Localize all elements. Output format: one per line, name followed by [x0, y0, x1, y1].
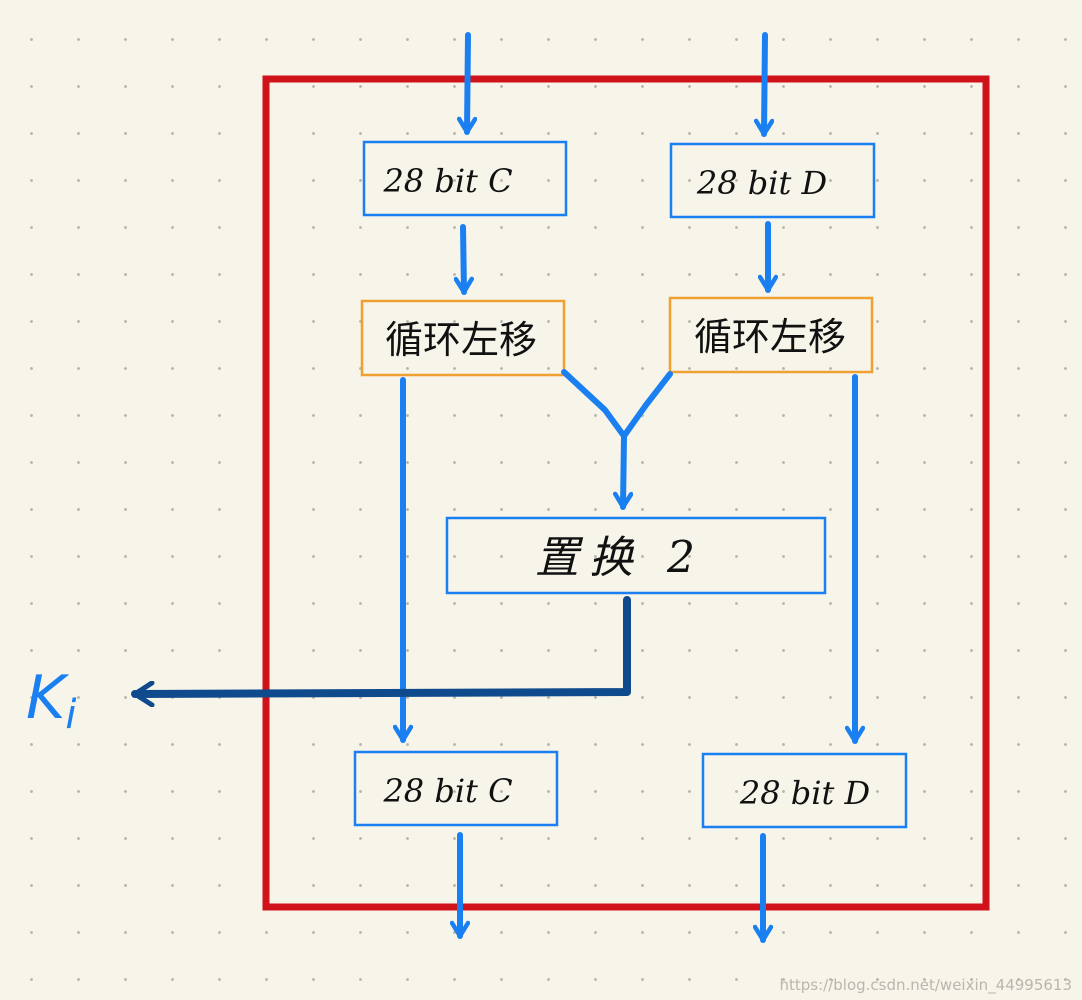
box-c-output: 28 bit C: [353, 750, 559, 827]
box-d-output: 28 bit D: [701, 752, 908, 829]
round-frame: [262, 75, 990, 911]
box-c-input-label: 28 bit C: [382, 162, 512, 200]
box-shift-left-label: 循环左移: [385, 318, 537, 362]
box-d-input: 28 bit D: [669, 142, 876, 219]
subkey-label: Ki: [26, 663, 76, 738]
box-permutation-2: 置换 2: [445, 516, 827, 595]
box-shift-right: 循环左移: [668, 296, 874, 374]
arrow-into-c: [467, 32, 468, 135]
arrow-into-d: [764, 32, 765, 137]
subkey-label-main: K: [26, 663, 70, 733]
merge-line-left: [561, 369, 627, 439]
watermark-text: https://blog.csdn.net/weixin_44995613: [779, 976, 1072, 995]
arrow-permutation-to-ki: [131, 596, 631, 694]
arrow-merge-to-permutation: [623, 433, 624, 510]
box-d-output-label: 28 bit D: [739, 774, 870, 812]
arrow-c-to-shift: [463, 224, 464, 295]
box-shift-right-label: 循环左移: [694, 315, 846, 359]
subkey-label-subscript: i: [65, 692, 76, 738]
box-d-input-label: 28 bit D: [696, 164, 827, 202]
box-c-output-label: 28 bit C: [382, 772, 512, 810]
box-shift-left: 循环左移: [360, 299, 566, 377]
box-c-input: 28 bit C: [362, 140, 568, 217]
merge-line-right: [621, 371, 673, 439]
box-permutation-2-label: 置换 2: [535, 533, 705, 584]
